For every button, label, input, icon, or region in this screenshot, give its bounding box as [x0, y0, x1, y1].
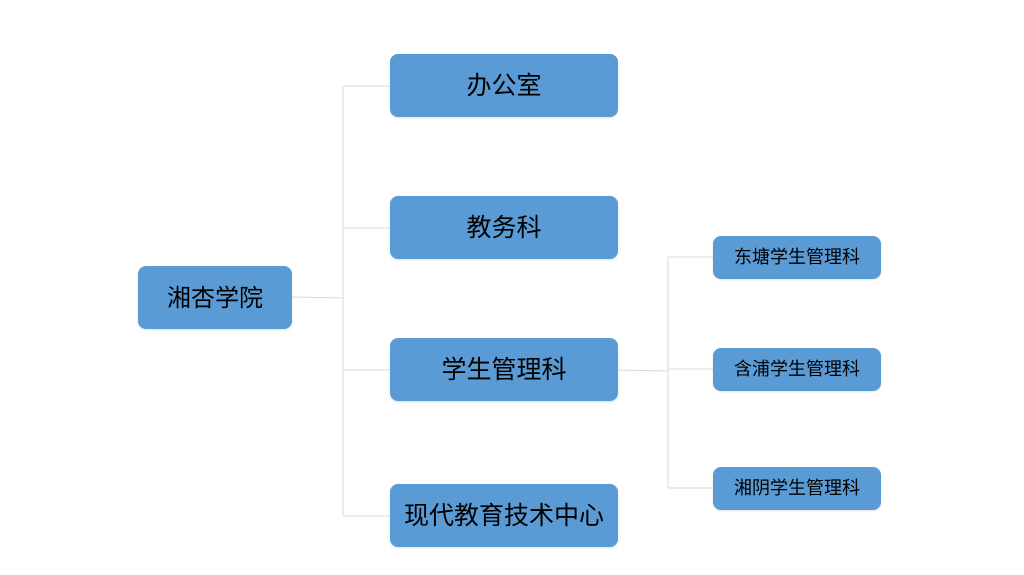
department-label: 办公室: [466, 71, 542, 100]
department-node-student-affairs: 学生管理科: [390, 338, 618, 401]
sub-department-label: 含浦学生管理科: [734, 358, 860, 380]
sub-department-label: 湘阴学生管理科: [734, 477, 860, 499]
department-label: 学生管理科: [441, 355, 567, 384]
root-node: 湘杏学院: [138, 266, 292, 329]
connector-root-stub: [291, 296, 344, 299]
department-label: 现代教育技术中心: [403, 501, 604, 530]
department-node-academic-affairs: 教务科: [390, 196, 618, 259]
connector-student-affairs-stub: [617, 369, 669, 372]
sub-department-node-hanpu: 含浦学生管理科: [713, 348, 881, 391]
root-node-label: 湘杏学院: [167, 283, 263, 312]
department-label: 教务科: [466, 213, 542, 242]
department-node-edtech-center: 现代教育技术中心: [390, 484, 618, 547]
sub-department-label: 东塘学生管理科: [734, 246, 860, 268]
sub-department-node-dongtang: 东塘学生管理科: [713, 236, 881, 279]
sub-department-node-xiangyin: 湘阴学生管理科: [713, 467, 881, 510]
department-node-office: 办公室: [390, 54, 618, 117]
